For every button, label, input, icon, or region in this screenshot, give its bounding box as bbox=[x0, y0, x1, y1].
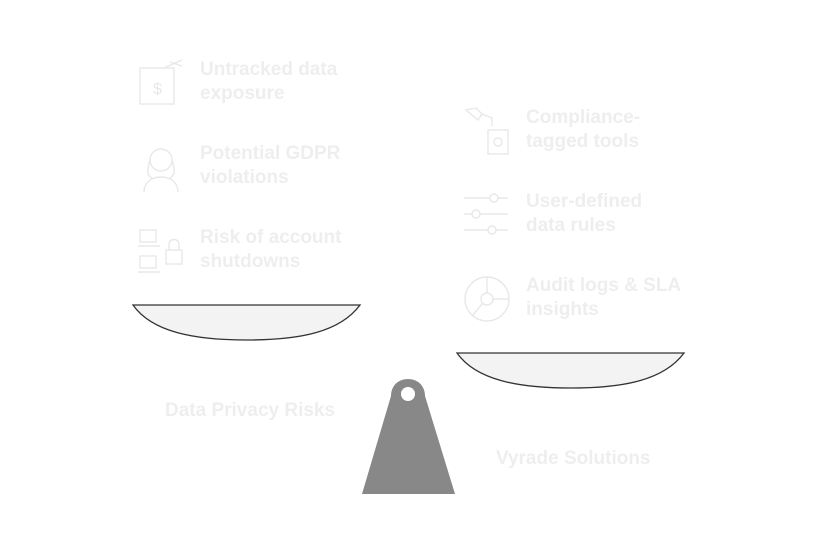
right-pan bbox=[455, 352, 686, 389]
risk-label: Risk of account shutdowns bbox=[200, 227, 342, 272]
fulcrum-hole bbox=[401, 387, 415, 401]
solution-item-audit-logs: Audit logs & SLA insights bbox=[462, 274, 686, 324]
risks-title: Data Privacy Risks bbox=[165, 400, 336, 421]
fulcrum bbox=[362, 379, 455, 494]
tagged-tool-icon bbox=[462, 106, 512, 156]
left-pan bbox=[131, 304, 362, 341]
solution-item-compliance-tools: Compliance-tagged tools bbox=[462, 106, 686, 156]
risk-item-untracked-data: $ Untracked data exposure bbox=[136, 58, 360, 108]
solution-label: User-defined data rules bbox=[526, 191, 643, 236]
solutions-title: Vyrade Solutions bbox=[496, 448, 651, 469]
pie-chart-icon bbox=[462, 274, 512, 324]
sliders-icon bbox=[462, 190, 512, 240]
svg-text:$: $ bbox=[153, 81, 162, 98]
solution-label: Compliance-tagged tools bbox=[526, 107, 641, 152]
solution-label: Audit logs & SLA insights bbox=[526, 275, 681, 320]
lock-network-icon bbox=[136, 226, 186, 276]
risk-item-gdpr: Potential GDPR violations bbox=[136, 142, 360, 193]
person-icon bbox=[136, 142, 186, 193]
risk-item-account-shutdown: Risk of account shutdowns bbox=[136, 226, 360, 276]
risk-label: Potential GDPR violations bbox=[200, 143, 341, 188]
money-document-icon: $ bbox=[136, 58, 186, 108]
risk-label: Untracked data exposure bbox=[200, 59, 338, 104]
solution-item-data-rules: User-defined data rules bbox=[462, 190, 686, 240]
